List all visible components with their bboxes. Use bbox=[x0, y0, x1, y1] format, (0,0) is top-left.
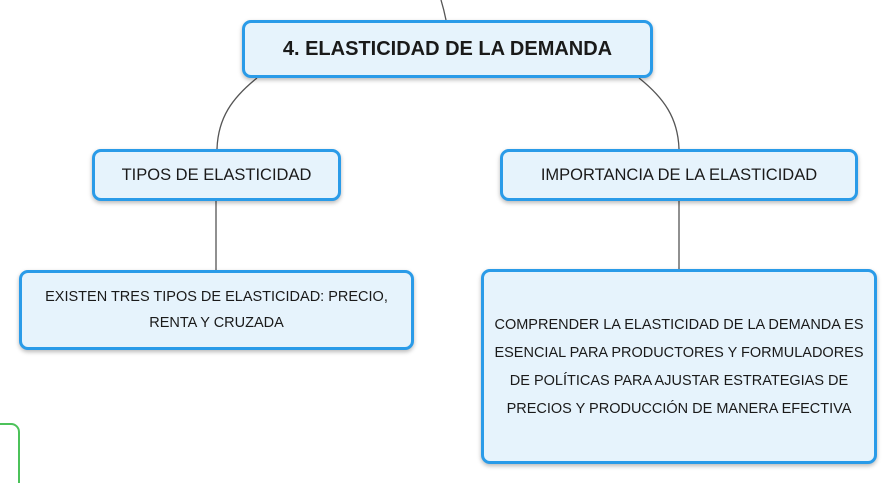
subtopic-node-importancia[interactable]: IMPORTANCIA DE LA ELASTICIDAD bbox=[500, 149, 858, 201]
detail-node-tipos[interactable]: EXISTEN TRES TIPOS DE ELASTICIDAD: PRECI… bbox=[19, 270, 414, 350]
connector-main-to-tipos bbox=[216, 77, 258, 150]
subtopic-label-tipos: TIPOS DE ELASTICIDAD bbox=[121, 165, 312, 184]
main-topic-node[interactable]: 4. ELASTICIDAD DE LA DEMANDA bbox=[242, 20, 653, 78]
connector-main-to-importancia bbox=[638, 77, 680, 150]
subtopic-node-tipos[interactable]: TIPOS DE ELASTICIDAD bbox=[92, 149, 341, 201]
detail-text-importancia: COMPRENDER LA ELASTICIDAD DE LA DEMANDA … bbox=[494, 316, 864, 417]
subtopic-label-importancia: IMPORTANCIA DE LA ELASTICIDAD bbox=[540, 165, 818, 184]
main-topic-label: 4. ELASTICIDAD DE LA DEMANDA bbox=[282, 37, 613, 60]
partial-offscreen-node[interactable] bbox=[0, 423, 20, 483]
connector-parent-to-main bbox=[440, 0, 447, 21]
detail-text-tipos: EXISTEN TRES TIPOS DE ELASTICIDAD: PRECI… bbox=[45, 289, 388, 331]
detail-node-importancia[interactable]: COMPRENDER LA ELASTICIDAD DE LA DEMANDA … bbox=[481, 269, 877, 464]
